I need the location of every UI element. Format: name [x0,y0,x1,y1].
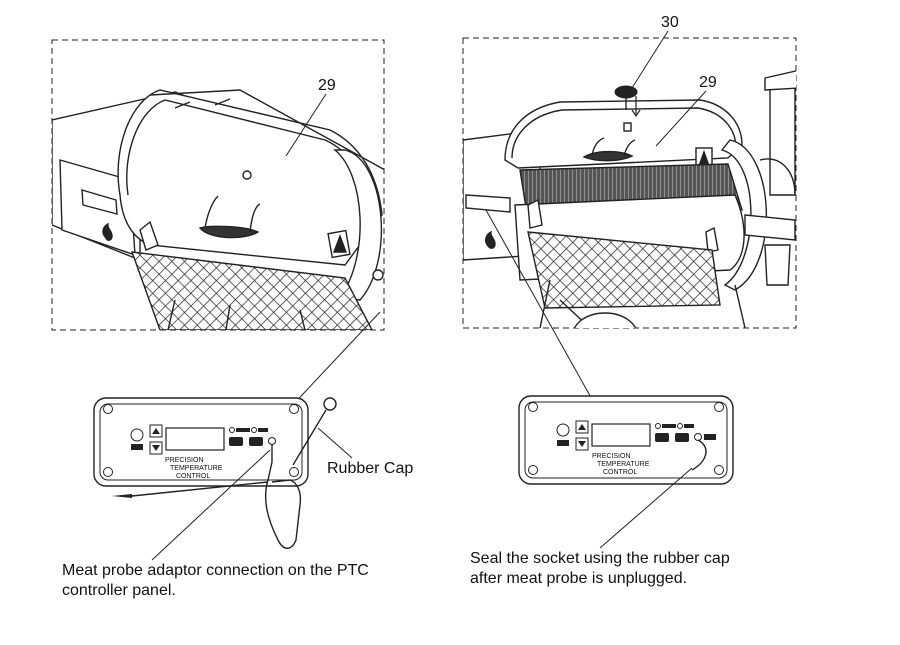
right-smokestack-cap [764,70,796,91]
right-front-grate [527,231,721,309]
right-flame-logo [484,230,496,249]
left-top-clips [174,98,231,109]
right-lid-part-number: 29 [699,74,717,91]
right-side-bucket [764,244,791,286]
rubber-cap-part-number: 30 [661,14,679,31]
rubber-cap-part [614,85,638,99]
right-temp-button [655,433,669,442]
seal-socket-caption-line-1: Seal the socket using the rubber cap [470,550,730,567]
meat-probe-caption: Meat probe adaptor connection on the PTC… [62,561,369,601]
left-flame-logo [102,222,113,241]
left-top-rod [149,89,384,171]
left-detail-leader [287,311,381,411]
up-arrow-icon [578,424,586,430]
left-endcap-knob [372,269,384,281]
right-panel-screw-icon [528,402,538,412]
left-hopper-control-panel [81,189,118,215]
meat-probe-cable [264,444,302,549]
right-hopper-control-panel [465,194,511,213]
right-panel-legend-2: TEMPERATURE [597,461,650,468]
left-panel-screw-icon [289,404,299,414]
right-smokestack [769,84,796,196]
left-front-grate [130,251,373,330]
left-panel-legend-2: TEMPERATURE [170,465,223,472]
right-lcd-display [591,423,651,447]
left-lid-handle [198,225,260,239]
meat-probe-caption-line-1: Meat probe adaptor connection on the PTC [62,562,369,579]
meat-probe-caption-line-2: controller panel. [62,582,176,599]
seal-socket-caption: Seal the socket using the rubber cap aft… [470,549,730,589]
left-power-button [131,444,143,450]
left-lid-leader [285,93,327,157]
seal-socket-caption-line-2: after meat probe is unplugged. [470,570,688,587]
left-lcd-display [165,427,225,451]
meat-probe-tip [112,494,132,498]
left-panel-legend-1: PRECISION [165,457,204,464]
left-menu-button [249,437,263,446]
right-grill-view: 30 29 [462,14,797,329]
right-lid-leader [655,90,707,147]
left-power-icon [130,428,144,442]
rubber-cap-label: Rubber Cap [327,460,414,477]
left-lid-probe-port [242,170,252,180]
right-power-icon [556,423,570,437]
rubber-cap-icon [323,397,337,411]
left-ptc-controller-panel: PRECISION TEMPERATURE CONTROL [93,397,353,549]
left-panel-legend-3: CONTROL [176,473,210,480]
right-lid-handle [582,150,634,162]
rubber-cap-rod [292,409,327,466]
right-panel-legend-3: CONTROL [603,469,637,476]
right-wheel [573,312,637,328]
left-lid-part-number: 29 [318,77,336,94]
up-arrow-icon [152,428,160,434]
left-handle-brackets [204,195,261,233]
right-power-button [557,440,569,446]
right-panel-screw-icon [528,465,538,475]
left-panel-screw-icon [103,404,113,414]
down-arrow-icon [152,445,160,451]
rubber-cap-callout-leader [317,427,353,459]
right-lid-probe-port [623,122,632,132]
right-detail-leader [485,209,599,411]
right-panel-screw-icon [714,402,724,412]
meat-probe-rod [131,481,269,497]
install-arrow-icon [631,96,641,118]
left-panel-screw-icon [103,467,113,477]
left-view-frame [51,39,385,331]
left-probe-socket [268,437,276,445]
right-panel-legend-1: PRECISION [592,453,631,460]
right-smokestack-pipe [759,158,796,196]
right-menu-button [675,433,689,442]
right-probe-socket [694,433,702,441]
right-hinge-right [705,226,719,253]
right-handle-brackets [591,137,636,157]
right-barrel-endcap [720,139,768,291]
left-warning-triangle [332,234,348,253]
right-rubber-cap-tether [691,439,707,471]
right-lid-rim [511,107,737,159]
left-temp-button [229,437,243,446]
right-side-shelf [744,214,796,241]
right-panel-screw-icon [714,465,724,475]
seal-callout-leader [599,467,693,549]
left-grill-view: 29 [51,39,385,331]
left-legs [167,299,306,330]
down-arrow-icon [578,441,586,447]
right-ptc-controller-panel: PRECISION TEMPERATURE CONTROL [518,395,734,485]
left-hinge [139,220,159,251]
rubber-cap-leader [631,30,669,89]
meat-probe-callout-leader [151,449,271,561]
left-panel-screw-icon [289,467,299,477]
right-hinge-left [527,198,543,229]
